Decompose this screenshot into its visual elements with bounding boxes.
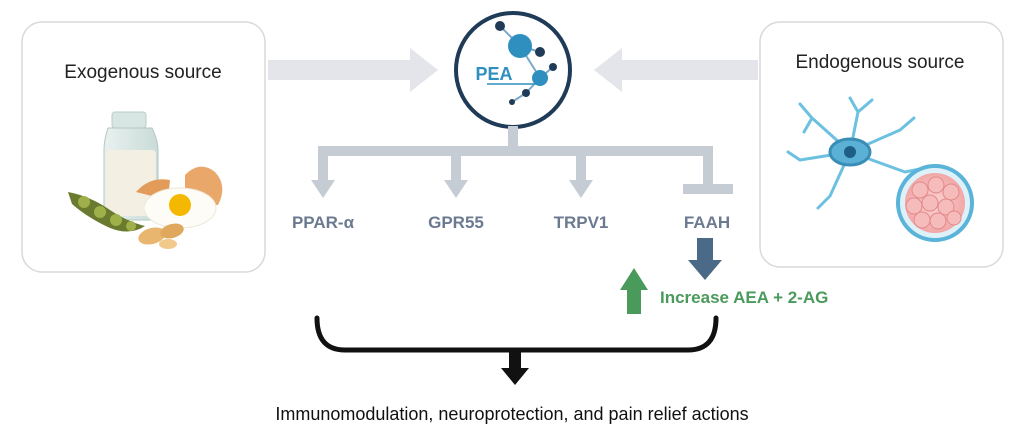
milk-bottle-icon <box>103 111 159 221</box>
endogenous-source-box: Endogenous source <box>759 21 1004 268</box>
target-ppar-alpha: PPAR-α <box>292 213 355 232</box>
molecule-icon <box>495 21 557 105</box>
target-gpr55: GPR55 <box>428 213 484 232</box>
increase-aea-2ag-label: Increase AEA + 2-AG <box>660 288 828 307</box>
peanut-icon <box>138 223 184 249</box>
target-branches <box>311 126 733 198</box>
target-trpv1: TRPV1 <box>554 213 609 232</box>
outcome-label: Immunomodulation, neuroprotection, and p… <box>275 404 748 424</box>
outcome-arrow <box>501 350 529 385</box>
outcome-bracket <box>314 315 719 353</box>
increase-up-arrow-icon <box>620 268 648 314</box>
endogenous-title: Endogenous source <box>795 52 964 73</box>
arrow-exogenous-to-pea <box>268 48 438 92</box>
exogenous-source-box: Exogenous source <box>21 21 266 273</box>
egg-icon <box>136 166 223 229</box>
pea-molecule: PEA <box>454 11 572 129</box>
cell-cluster-icon <box>896 164 974 242</box>
soybean-pod-icon <box>68 192 145 232</box>
arrow-endogenous-to-pea <box>594 48 758 92</box>
target-faah: FAAH <box>684 213 730 232</box>
faah-down-arrow <box>688 238 722 280</box>
pea-label: PEA <box>475 64 512 84</box>
neuron-icon <box>786 96 927 210</box>
exogenous-title: Exogenous source <box>64 62 221 83</box>
